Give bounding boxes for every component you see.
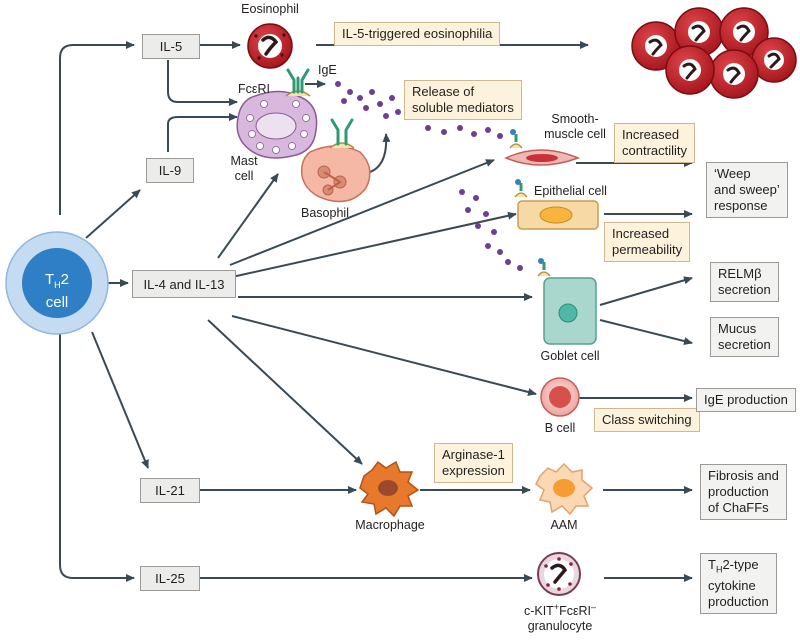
goblet-label: Goblet cell [540, 349, 600, 363]
arrow-icon [599, 319, 693, 345]
cytokine-il4-il13: IL-4 and IL-13 [132, 270, 236, 298]
fceri-label: FcεRI [238, 82, 270, 96]
aam-icon [535, 462, 594, 516]
arrow-icon [59, 330, 135, 582]
eosinophil-label: Eosinophil [241, 2, 299, 16]
b-cell-label: B cell [544, 421, 576, 435]
arrow-icon [207, 319, 363, 465]
cytokine-il5: IL-5 [142, 34, 200, 59]
arrow-icon [59, 41, 135, 215]
arrow-icon [231, 315, 537, 396]
th2-cell-icon [5, 231, 109, 335]
aam-label: AAM [550, 518, 578, 532]
cytokine-il25: IL-25 [140, 566, 200, 591]
arrow-icon [369, 133, 391, 173]
cytokine-il21: IL-21 [140, 478, 200, 503]
th2-cell-label: TH2 cell [44, 271, 69, 311]
arrow-icon [599, 276, 693, 306]
outcome-ige-production: IgE production [696, 388, 796, 412]
eosinophil-cell-icon [247, 23, 293, 69]
eosinophil-cluster-icon [631, 7, 797, 99]
macrophage-icon [359, 460, 420, 518]
smooth-muscle-cell-icon [504, 129, 581, 166]
ige-label: IgE [318, 63, 337, 77]
receptor-icon [285, 68, 311, 97]
epithelial-label: Epithelial cell [534, 184, 607, 198]
note-eosinophilia: IL-5-triggered eosinophilia [334, 22, 501, 46]
arrow-icon [167, 113, 238, 152]
arrow-icon [217, 173, 279, 259]
cytokine-il9: IL-9 [146, 158, 194, 183]
mast-cell-icon [236, 90, 318, 159]
arrow-icon [85, 189, 141, 239]
epithelial-cell-icon [514, 179, 599, 230]
arrow-icon [229, 159, 495, 266]
arrow-icon [167, 60, 238, 106]
b-cell-icon [540, 377, 580, 417]
connector-arrows [59, 41, 693, 582]
basophil-label: Basophil [301, 206, 349, 220]
arrow-icon [231, 211, 517, 278]
arrow-icon [91, 331, 149, 469]
macrophage-label: Macrophage [355, 518, 425, 532]
granulocyte-label: c-KIT+FcεRI– granulocyte [523, 602, 597, 634]
goblet-cell-icon [537, 258, 597, 345]
vesicle-icon [335, 81, 523, 271]
basophil-icon [300, 118, 371, 203]
smooth-muscle-label: Smooth-muscle cell [544, 112, 606, 141]
note-class-switching: Class switching [594, 408, 700, 432]
granulocyte-icon [537, 552, 581, 596]
